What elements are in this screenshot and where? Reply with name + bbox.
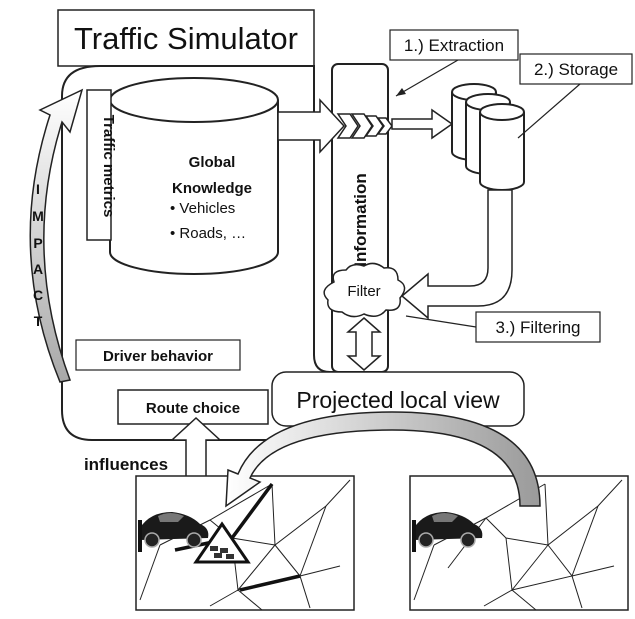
- route-choice-label: Route choice: [146, 400, 240, 417]
- storage-label: 2.) Storage: [534, 60, 618, 79]
- left-road-network: [139, 479, 351, 611]
- filter-view-double-arrow: [346, 317, 382, 371]
- extraction-pointer: [395, 59, 459, 97]
- filtering-label: 3.) Filtering: [495, 318, 580, 337]
- svg-text:C: C: [33, 287, 43, 303]
- bullet-roads: • Roads, …: [170, 225, 246, 242]
- to-storage-arrow: [391, 108, 454, 140]
- traffic-metrics-label: Traffic metrics: [100, 115, 117, 218]
- left-car-icon: [138, 512, 209, 552]
- global-knowledge-heading-1: Global: [189, 154, 236, 171]
- extraction-label-box: [389, 29, 519, 61]
- storage-label-box: [519, 53, 633, 85]
- filter-cloud: [323, 262, 406, 318]
- right-car-icon: [412, 512, 483, 552]
- filtering-pointer: [405, 315, 477, 328]
- storage-databases: [451, 83, 525, 191]
- storage-pointer: [517, 83, 581, 139]
- svg-text:M: M: [32, 208, 44, 224]
- driver-behavior-box: [75, 339, 241, 371]
- storage-to-filter-arrow: [400, 189, 513, 320]
- impact-label: I M P A C T: [32, 181, 44, 329]
- impact-arrow: [29, 88, 84, 383]
- traffic-metrics-box: [86, 89, 112, 241]
- driver-behavior-label: Driver behavior: [103, 348, 213, 365]
- extraction-label: 1.) Extraction: [404, 36, 504, 55]
- filter-label: Filter: [347, 283, 380, 300]
- projected-view-label: Projected local view: [296, 387, 500, 413]
- information-label: Information: [351, 173, 370, 267]
- extraction-chevrons: [336, 113, 393, 139]
- svg-text:P: P: [33, 235, 42, 251]
- svg-text:I: I: [36, 181, 40, 197]
- svg-text:A: A: [33, 261, 43, 277]
- svg-text:T: T: [34, 313, 43, 329]
- traffic-jam-warning-icon: [193, 521, 251, 564]
- global-knowledge-database: [109, 77, 279, 275]
- bullet-vehicles: • Vehicles: [170, 200, 235, 217]
- projection-arrow: [225, 411, 541, 508]
- title-box: [57, 9, 315, 67]
- influences-label: influences: [84, 455, 168, 474]
- title: Traffic Simulator: [74, 21, 298, 56]
- influences-arrow: [170, 416, 222, 481]
- global-knowledge-heading-2: Knowledge: [172, 180, 252, 197]
- knowledge-to-information-arrow: [277, 98, 346, 154]
